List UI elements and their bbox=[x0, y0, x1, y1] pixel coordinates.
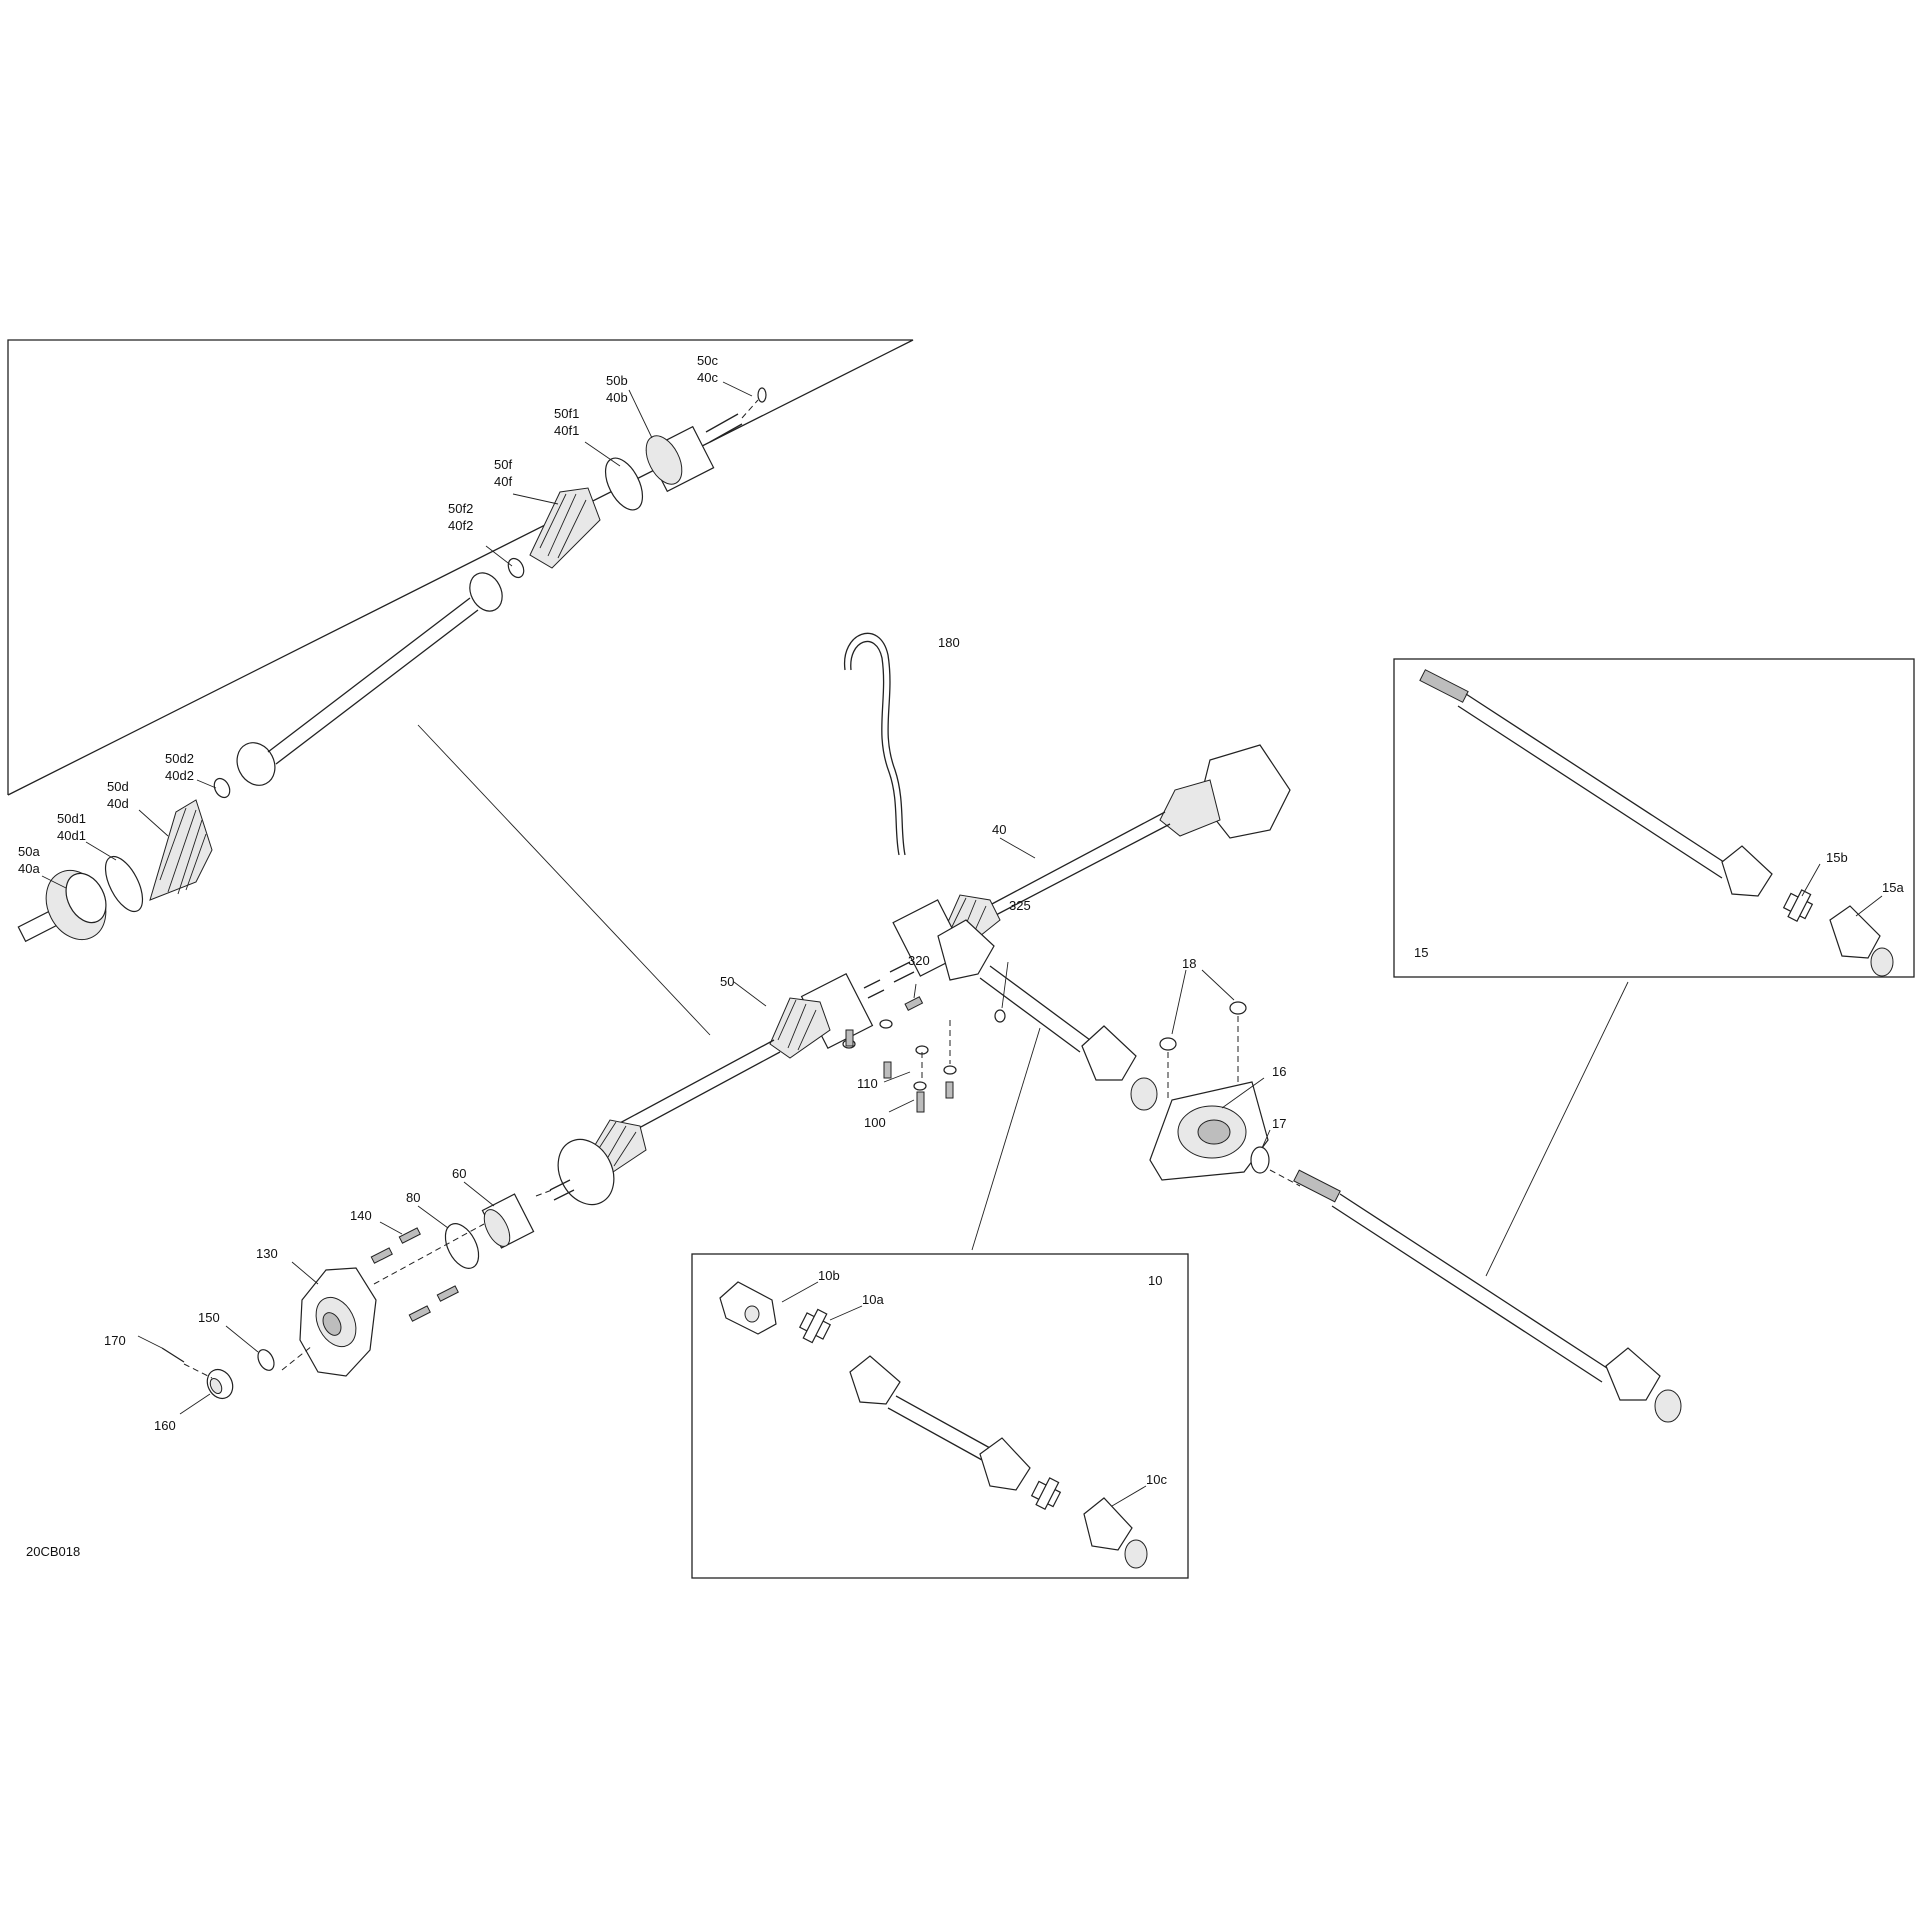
yoke-15a bbox=[1829, 905, 1894, 977]
cv-boot-50d bbox=[149, 799, 213, 901]
boot-clamp-50f2 bbox=[507, 557, 525, 579]
prop-shaft-10-detail bbox=[849, 1355, 1031, 1491]
callout-40c: 40c bbox=[697, 370, 718, 385]
callout-50: 50 bbox=[720, 974, 734, 989]
u-joint-15b bbox=[1782, 889, 1814, 923]
nut-160 bbox=[206, 1368, 234, 1400]
nut-18-a bbox=[1159, 1037, 1177, 1051]
bolts-140 bbox=[370, 1227, 459, 1322]
prop-shaft-15 bbox=[1269, 1169, 1682, 1423]
callout-15b: 15b bbox=[1826, 850, 1848, 865]
detail-box-10 bbox=[691, 1253, 1189, 1579]
callout-10c: 10c bbox=[1146, 1472, 1167, 1487]
diagram-id-label: 20CB018 bbox=[26, 1544, 80, 1559]
detail-leader-line bbox=[417, 724, 711, 1036]
callout-50f1: 50f1 bbox=[554, 406, 579, 421]
callout-170: 170 bbox=[104, 1333, 126, 1348]
bearing-60 bbox=[481, 1193, 535, 1249]
callout-40: 40 bbox=[992, 822, 1006, 837]
cv-boot-50f bbox=[529, 487, 601, 569]
callout-140: 140 bbox=[350, 1208, 372, 1223]
circlip-50c bbox=[757, 387, 767, 403]
callout-15a: 15a bbox=[1882, 880, 1904, 895]
callout-50c: 50c bbox=[697, 353, 718, 368]
cv-joint-detail-panel bbox=[7, 339, 914, 1036]
u-joint-10a bbox=[798, 1308, 832, 1344]
callout-80: 80 bbox=[406, 1190, 420, 1205]
callout-320: 320 bbox=[908, 953, 930, 968]
yoke-10c bbox=[1083, 1497, 1148, 1569]
boot-clamp-50f1 bbox=[604, 457, 644, 511]
callout-10b: 10b bbox=[818, 1268, 840, 1283]
callout-50b: 50b bbox=[606, 373, 628, 388]
drive-shaft-40 bbox=[889, 744, 1291, 983]
callout-100: 100 bbox=[864, 1115, 886, 1130]
callout-18: 18 bbox=[1182, 956, 1196, 971]
prop-shaft-10 bbox=[937, 919, 1158, 1111]
callout-50f: 50f bbox=[494, 457, 512, 472]
drive-shaft-50 bbox=[549, 973, 885, 1206]
boot-clamp-50d2 bbox=[213, 777, 231, 799]
cotter-pin-170 bbox=[161, 1347, 185, 1363]
fasteners-group bbox=[842, 996, 1006, 1113]
callout-130: 130 bbox=[256, 1246, 278, 1261]
callout-50d: 50d bbox=[107, 779, 129, 794]
nut-18-b bbox=[1229, 1001, 1247, 1015]
callout-16: 16 bbox=[1272, 1064, 1286, 1079]
callout-40b: 40b bbox=[606, 390, 628, 405]
callout-40f1: 40f1 bbox=[554, 423, 579, 438]
circlip-17 bbox=[1250, 1146, 1270, 1174]
callout-50f2: 50f2 bbox=[448, 501, 473, 516]
callout-15: 15 bbox=[1414, 945, 1428, 960]
detail-box-15 bbox=[1393, 658, 1915, 978]
carrier-bearing-16 bbox=[1149, 1081, 1269, 1181]
callout-17: 17 bbox=[1272, 1116, 1286, 1131]
detail-box-15-frame bbox=[1393, 658, 1915, 978]
yoke-10b bbox=[719, 1281, 777, 1335]
callout-50a: 50a bbox=[18, 844, 40, 859]
boot-clamp-50d1 bbox=[104, 855, 144, 913]
main-drive-assembly bbox=[137, 632, 1682, 1423]
callout-160: 160 bbox=[154, 1418, 176, 1433]
callout-40a: 40a bbox=[18, 861, 40, 876]
callout-10a: 10a bbox=[862, 1292, 884, 1307]
callout-50d1: 50d1 bbox=[57, 811, 86, 826]
callout-325: 325 bbox=[1009, 898, 1031, 913]
inner-cv-housing-50b bbox=[645, 413, 743, 493]
callout-40d2: 40d2 bbox=[165, 768, 194, 783]
axle-shaft-detail bbox=[236, 572, 503, 786]
callout-40f2: 40f2 bbox=[448, 518, 473, 533]
callout-10: 10 bbox=[1148, 1273, 1162, 1288]
callout-40d1: 40d1 bbox=[57, 828, 86, 843]
callout-110: 110 bbox=[857, 1076, 878, 1091]
washer-150 bbox=[257, 1349, 275, 1371]
callout-60: 60 bbox=[452, 1166, 466, 1181]
detail-box-10-frame bbox=[691, 1253, 1189, 1579]
callout-150: 150 bbox=[198, 1310, 220, 1325]
outer-cv-joint-50a bbox=[17, 869, 107, 943]
wheel-hub-130 bbox=[299, 1267, 377, 1377]
callout-50d2: 50d2 bbox=[165, 751, 194, 766]
callout-40f: 40f bbox=[494, 474, 512, 489]
callout-40d: 40d bbox=[107, 796, 129, 811]
u-joint-10c bbox=[1030, 1477, 1062, 1511]
callout-labels: 50c 40c 50b 40b 50f1 40f1 50f 40f 50f2 4… bbox=[18, 353, 1904, 1559]
hose-180 bbox=[844, 632, 906, 856]
detail-panel-frame bbox=[7, 339, 914, 796]
callout-180: 180 bbox=[938, 635, 960, 650]
circlip-80 bbox=[444, 1223, 480, 1269]
